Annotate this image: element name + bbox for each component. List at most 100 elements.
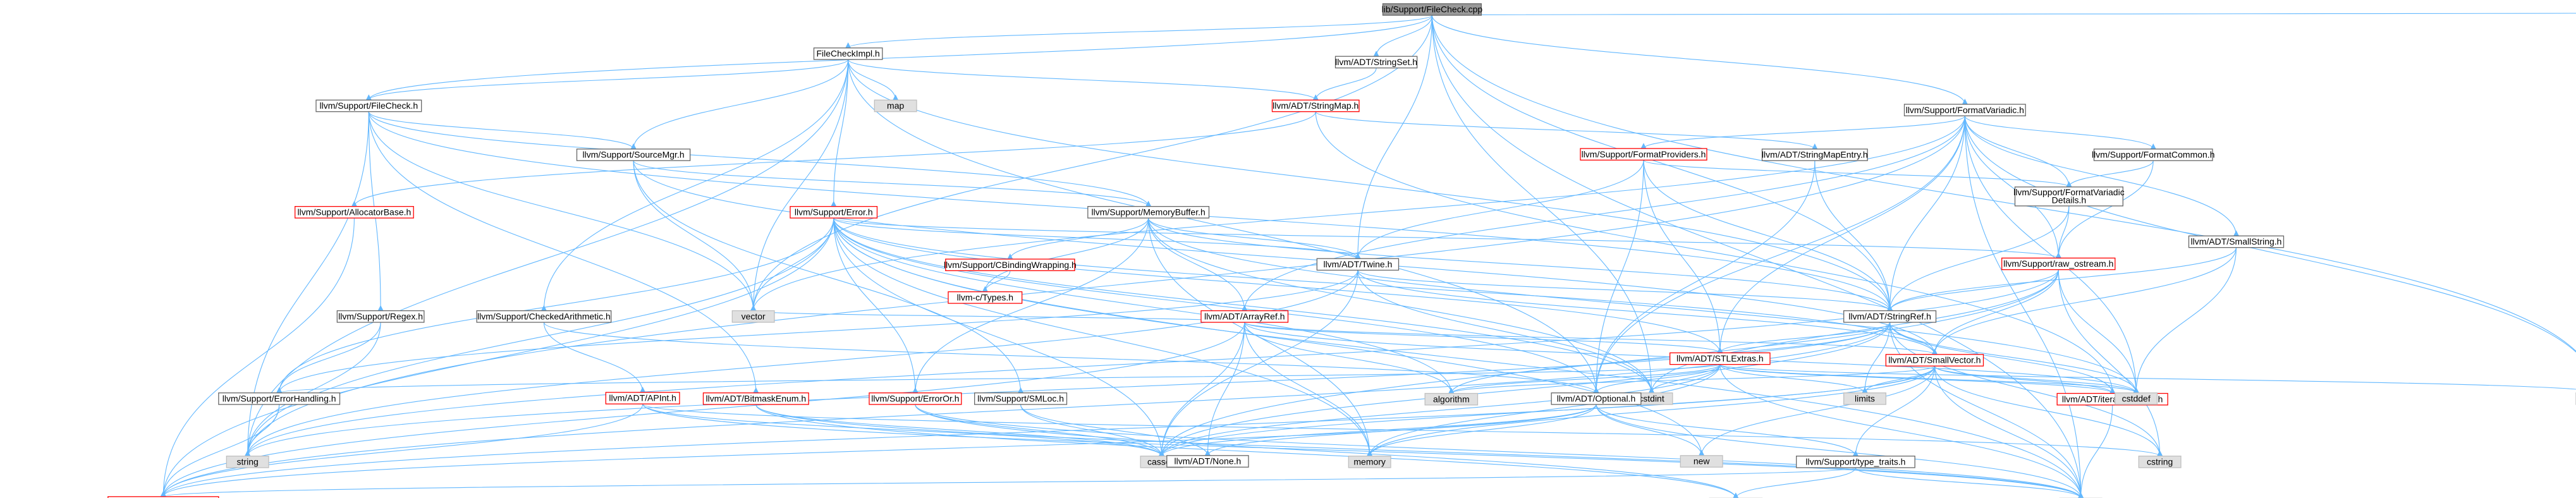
edge-smloc-to-cassert <box>1020 404 1165 457</box>
node-label-sourcemgr: llvm/Support/SourceMgr.h <box>583 150 685 160</box>
node-box-none <box>1166 455 1249 468</box>
node-label-stringmapentry: llvm/ADT/StringMapEntry.h <box>1762 150 1868 160</box>
edge-fcimpl-to-optional <box>848 59 1599 394</box>
edge-stringmap-to-iteratorrange <box>1315 111 2116 394</box>
node-box-cbindingwrapping <box>945 258 1075 271</box>
node-typetraitsh[interactable]: llvm/Support/type_traits.h <box>1796 456 1915 468</box>
node-memorybuffer[interactable]: llvm/Support/MemoryBuffer.h <box>1087 206 1210 219</box>
node-label-rawostream: llvm/Support/raw_ostream.h <box>2003 258 2113 269</box>
node-smloc[interactable]: llvm/Support/SMLoc.h <box>974 392 1068 405</box>
node-optional[interactable]: llvm/ADT/Optional.h <box>1551 392 1642 405</box>
node-none[interactable]: llvm/ADT/None.h <box>1166 455 1249 468</box>
edge-sourcemgr-to-memorybuffer <box>633 160 1152 207</box>
edge-twine-to-smallvector <box>1357 270 1938 355</box>
node-bitmaskenum[interactable]: llvm/ADT/BitmaskEnum.h <box>702 392 809 405</box>
edges-layer <box>160 13 2576 498</box>
node-rawostream[interactable]: llvm/Support/raw_ostream.h <box>2001 257 2116 270</box>
node-label-regex: llvm/Support/Regex.h <box>338 312 423 322</box>
node-label-checkedarith: llvm/Support/CheckedArithmetic.h <box>477 312 611 322</box>
edge-formatvariadic-to-fvdetails <box>1964 116 2072 188</box>
edge-fcimpl-to-map <box>848 59 899 101</box>
edge-root-to-fcimpl <box>845 15 1432 49</box>
edge-stringref-to-cstddef <box>1889 322 2140 394</box>
node-box-stringmapentry <box>1761 149 1868 161</box>
node-stringset[interactable]: llvm/ADT/StringSet.h <box>1334 56 1418 69</box>
node-error[interactable]: llvm/Support/Error.h <box>790 206 878 219</box>
edge-error-to-twine <box>833 217 1361 260</box>
node-checkedarith[interactable]: llvm/Support/CheckedArithmetic.h <box>476 310 612 323</box>
node-formatproviders[interactable]: llvm/Support/FormatProviders.h <box>1580 148 1707 161</box>
edge-rawostream-to-smallvector <box>1931 269 2059 355</box>
node-stringref[interactable]: llvm/ADT/StringRef.h <box>1843 310 1937 323</box>
edge-bitmaskenum-to-utility <box>755 404 2084 498</box>
node-ctypes[interactable]: llvm-c/Types.h <box>948 291 1023 304</box>
node-box-new <box>1680 455 1723 468</box>
node-fcimpl[interactable]: FileCheckImpl.h <box>813 47 883 60</box>
node-formatcommon[interactable]: llvm/Support/FormatCommon.h <box>2092 149 2215 161</box>
node-compiler[interactable]: llvm/Support/Compiler.h <box>107 496 219 498</box>
node-smallstring[interactable]: llvm/ADT/SmallString.h <box>2188 235 2285 248</box>
edge-allocatorbase-to-compiler <box>160 217 355 497</box>
edge-rawostream-to-cstdint <box>1648 269 2059 394</box>
edge-twine-to-cassert <box>1158 270 1358 457</box>
node-label-twine: llvm/ADT/Twine.h <box>1323 259 1392 269</box>
node-errorhandling[interactable]: llvm/Support/ErrorHandling.h <box>218 392 341 405</box>
node-box-ctypes <box>948 291 1023 304</box>
node-label-cbindingwrapping: llvm/Support/CBindingWrapping.h <box>944 260 1077 270</box>
node-label-arrayref: llvm/ADT/ArrayRef.h <box>1204 312 1285 322</box>
node-box-formatproviders <box>1580 148 1707 161</box>
edge-formatvariadic-to-rawostream <box>1964 116 2062 259</box>
node-box-regex <box>336 310 425 323</box>
node-box-stlextras <box>1670 352 1771 365</box>
node-box-formatvariadic <box>1903 104 2026 116</box>
node-box-error <box>790 206 878 219</box>
edge-apint-to-cassert <box>642 403 1165 457</box>
node-apint[interactable]: llvm/ADT/APInt.h <box>605 392 680 404</box>
node-box-errorhandling <box>218 392 341 405</box>
edge-smallstring-to-smallvector <box>1931 247 2237 355</box>
edge-root-to-tuple <box>1431 15 2576 352</box>
node-box-root <box>1382 3 1482 16</box>
node-smallvector[interactable]: llvm/ADT/SmallVector.h <box>1885 354 1984 367</box>
node-cbindingwrapping[interactable]: llvm/Support/CBindingWrapping.h <box>944 258 1077 271</box>
node-label-error: llvm/Support/Error.h <box>795 207 873 217</box>
node-box-arrayref <box>1200 310 1289 323</box>
edge-stringref-to-string <box>244 322 1891 457</box>
node-label-optional: llvm/ADT/Optional.h <box>1557 394 1635 404</box>
node-sourcemgr[interactable]: llvm/Support/SourceMgr.h <box>576 149 691 161</box>
node-stlextras[interactable]: llvm/ADT/STLExtras.h <box>1670 352 1771 365</box>
edge-memorybuffer-to-cbindingwrapping <box>1006 217 1149 260</box>
edge-fcimpl-to-vector <box>750 59 849 312</box>
node-erroror[interactable]: llvm/Support/ErrorOr.h <box>869 392 962 405</box>
node-allocatorbase[interactable]: llvm/Support/AllocatorBase.h <box>295 206 414 219</box>
edge-cbindingwrapping-to-ctypes <box>982 270 1011 293</box>
edge-formatvariadic-to-vector <box>750 116 1965 312</box>
edge-regex-to-errorhandling <box>276 322 381 394</box>
node-box-memory <box>1348 456 1391 468</box>
edge-fvdetails-to-rawostream <box>2055 205 2070 259</box>
node-twine[interactable]: llvm/ADT/Twine.h <box>1316 258 1400 271</box>
node-formatvariadic[interactable]: llvm/Support/FormatVariadic.h <box>1903 104 2026 116</box>
node-box-stringset <box>1334 56 1418 69</box>
edge-filecheck-to-vector <box>368 111 757 312</box>
node-box-formatcommon <box>2093 149 2213 161</box>
edge-error-to-cassert <box>833 217 1165 457</box>
edge-error-to-stlextras <box>833 217 1723 354</box>
node-label-formatproviders: llvm/Support/FormatProviders.h <box>1582 149 1706 159</box>
node-stringmapentry[interactable]: llvm/ADT/StringMapEntry.h <box>1761 149 1868 161</box>
node-regex[interactable]: llvm/Support/Regex.h <box>336 310 425 323</box>
edge-formatvariadic-to-stlextras <box>1716 116 1965 354</box>
edge-bitmaskenum-to-cassert <box>755 404 1165 457</box>
node-arrayref[interactable]: llvm/ADT/ArrayRef.h <box>1200 310 1289 323</box>
edge-rawostream-to-stringref <box>1886 269 2059 312</box>
node-string: string <box>226 456 269 468</box>
edge-root-to-twine <box>1354 15 1432 260</box>
node-box-compiler <box>107 496 219 498</box>
edge-formatvariadic-to-formatcommon <box>1964 116 2157 150</box>
node-filecheck[interactable]: llvm/Support/FileCheck.h <box>315 99 422 112</box>
edge-sourcemgr-to-vector <box>633 161 757 312</box>
node-label-string: string <box>237 457 259 467</box>
node-stringmap[interactable]: llvm/ADT/StringMap.h <box>1271 99 1360 112</box>
